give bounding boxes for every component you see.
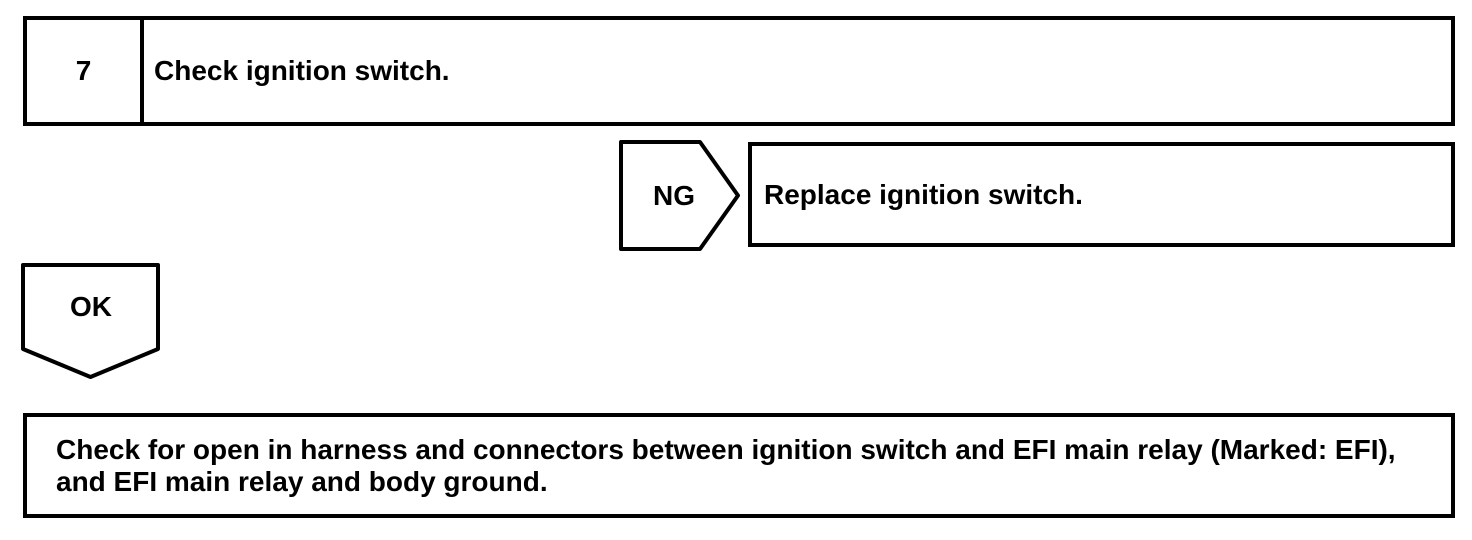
next-step-box: Check for open in harness and connectors… xyxy=(23,413,1455,518)
step-number: 7 xyxy=(27,20,144,122)
ng-label: NG xyxy=(653,179,695,211)
next-step-text: Check for open in harness and connectors… xyxy=(56,433,1396,497)
ng-action-box: Replace ignition switch. xyxy=(748,142,1455,247)
ok-connector: OK xyxy=(21,263,161,380)
ng-action-text: Replace ignition switch. xyxy=(764,178,1083,210)
ok-label: OK xyxy=(70,291,112,322)
ng-arrow-right-icon xyxy=(619,140,740,251)
ok-arrow-down-icon xyxy=(21,263,160,379)
ng-connector: NG xyxy=(619,140,742,251)
step-box: 7 Check ignition switch. xyxy=(23,16,1455,126)
step-instruction: Check ignition switch. xyxy=(154,55,450,86)
